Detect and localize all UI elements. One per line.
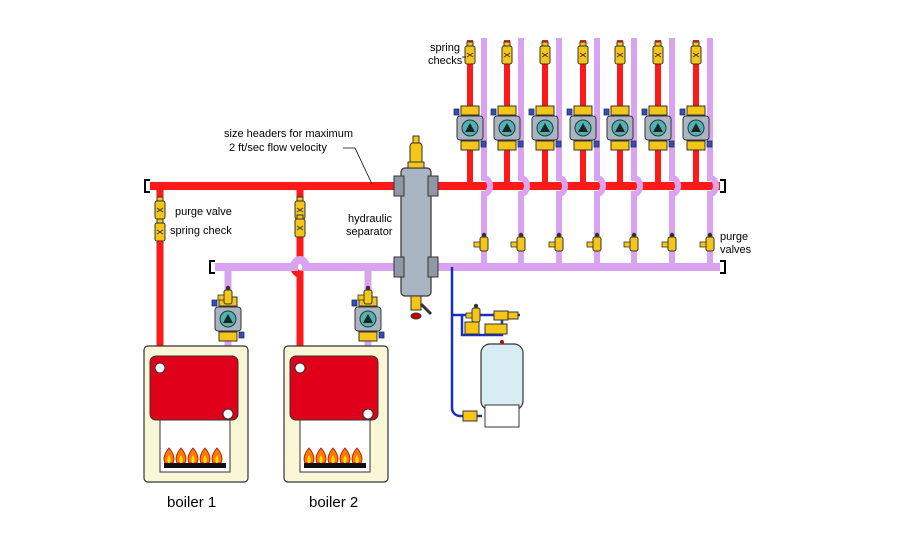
label-purge-valve: purge valve	[175, 206, 232, 218]
burner-flame-icon	[303, 447, 366, 468]
expansion-tank-icon	[480, 340, 524, 428]
label-purge-valves-2: valves	[720, 244, 752, 256]
zone-circuits	[453, 38, 719, 267]
label-spring-check: spring check	[170, 225, 232, 237]
label-hydraulic-separator-2: separator	[346, 226, 393, 238]
label-headers-note: size headers for maximum	[224, 128, 353, 140]
air-vent-icon	[407, 135, 425, 169]
label-purge-valves: purge	[720, 231, 748, 243]
boiler-1-supply-valves	[154, 196, 166, 242]
label-headers-note-2: 2 ft/sec flow velocity	[229, 142, 327, 154]
makeup-water-assembly	[450, 267, 524, 428]
diagram-labels: spring checks size headers for maximum 2…	[167, 42, 752, 511]
pressure-relief-valve-icon	[465, 303, 481, 323]
return-header	[215, 256, 720, 271]
label-spring-checks: spring	[430, 42, 460, 54]
boiler-2-supply-valves	[294, 196, 306, 238]
hydraulic-separator	[393, 135, 439, 320]
zone-spring-check-valves	[464, 41, 702, 65]
label-hydraulic-separator: hydraulic	[348, 213, 393, 225]
label-boiler-1: boiler 1	[167, 494, 216, 511]
boiler-1	[143, 345, 249, 483]
boiler-2	[283, 345, 389, 483]
label-boiler-2: boiler 2	[309, 494, 358, 511]
burner-flame-icon	[163, 447, 226, 468]
label-spring-checks-2: checks	[428, 55, 463, 67]
separator-drain-valve-icon	[410, 295, 433, 320]
